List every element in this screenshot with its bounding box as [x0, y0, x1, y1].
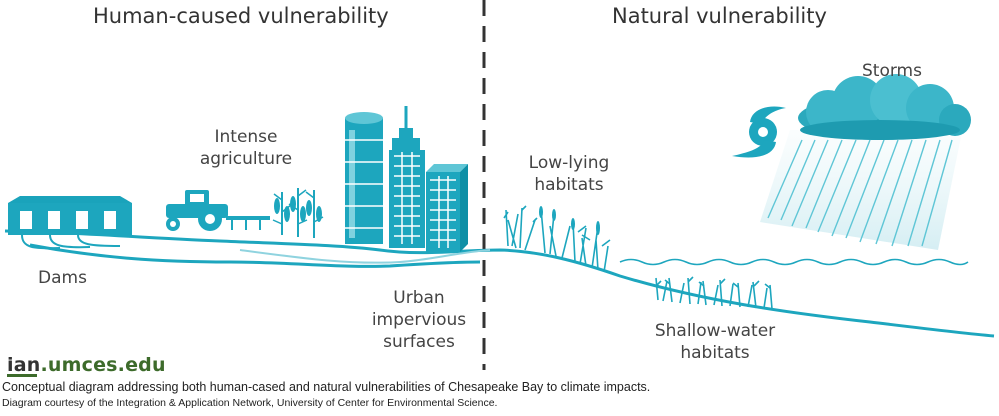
storm-cloud	[798, 74, 971, 140]
logo-suffix: .umces.edu	[40, 354, 166, 376]
logo-underline	[7, 374, 37, 377]
submerged-grasses	[655, 276, 773, 310]
hurricane-icon	[732, 106, 786, 158]
caption: Conceptual diagram addressing both human…	[2, 380, 651, 394]
land-line-lower	[29, 243, 481, 268]
label-shallow-water-habitats: Shallow-water habitats	[654, 321, 776, 363]
ian-logo: ian.umces.edu	[7, 354, 166, 376]
water-surface	[619, 258, 969, 266]
label-intense-agriculture: Intense agriculture	[199, 127, 293, 169]
tractor	[166, 190, 270, 231]
label-low-lying-habitats: Low-lying habitats	[528, 153, 610, 195]
rain	[760, 130, 962, 250]
credit: Diagram courtesy of the Integration & Ap…	[2, 397, 498, 409]
dam-building	[8, 196, 132, 250]
heading-natural: Natural vulnerability	[612, 4, 827, 28]
urban-buildings	[345, 106, 468, 252]
land-line-shadow	[239, 249, 491, 264]
label-storms: Storms	[862, 61, 922, 81]
label-dams: Dams	[38, 268, 87, 288]
corn-stalks	[272, 188, 324, 238]
label-urban-impervious-surfaces: Urban impervious surfaces	[371, 288, 467, 352]
heading-human-caused: Human-caused vulnerability	[93, 4, 389, 28]
marsh-grasses	[503, 205, 611, 273]
land-line	[4, 229, 995, 338]
logo-prefix: ian	[7, 354, 41, 376]
